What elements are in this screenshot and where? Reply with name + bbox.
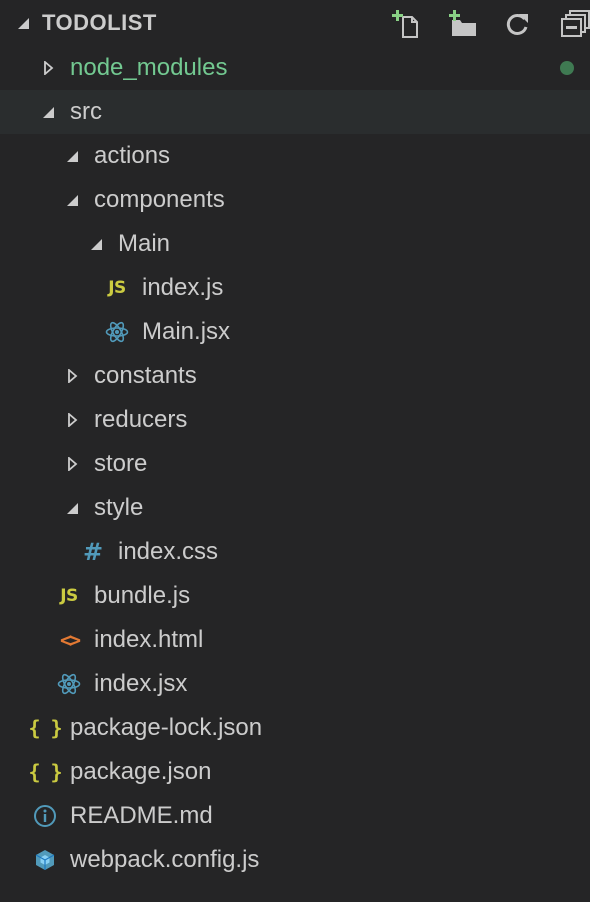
- js-file-icon: JS: [108, 278, 126, 298]
- file-main-index-js[interactable]: JS index.js: [0, 266, 590, 310]
- folder-constants[interactable]: constants: [0, 354, 590, 398]
- react-icon: [105, 320, 129, 344]
- file-package-json[interactable]: { } package.json: [0, 750, 590, 794]
- folder-style[interactable]: style: [0, 486, 590, 530]
- html-chevrons-icon: <>: [59, 628, 81, 652]
- folder-components[interactable]: components: [0, 178, 590, 222]
- tree-item-label: package.json: [70, 758, 212, 785]
- file-tree: node_modules src actions components: [0, 46, 590, 882]
- chevron-right-icon: [68, 369, 78, 383]
- tree-item-label: bundle.js: [94, 582, 191, 609]
- css-hash-icon: #: [82, 538, 104, 566]
- js-file-icon: JS: [60, 586, 78, 606]
- webpack-cube-icon: [33, 848, 57, 872]
- tree-item-label: README.md: [70, 802, 213, 829]
- caret-down-icon: [67, 503, 78, 514]
- react-icon: [57, 672, 81, 696]
- tree-item-label: index.css: [118, 538, 219, 565]
- new-folder-icon: [449, 10, 476, 36]
- file-index-html[interactable]: <> index.html: [0, 618, 590, 662]
- caret-down-icon: [91, 239, 102, 250]
- tree-item-label: node_modules: [70, 54, 228, 81]
- tree-item-label: components: [94, 186, 225, 213]
- tree-item-label: package-lock.json: [70, 714, 263, 741]
- caret-down-icon: [67, 151, 78, 162]
- git-status-dot: [560, 61, 574, 75]
- folder-main[interactable]: Main: [0, 222, 590, 266]
- tree-item-label: constants: [94, 362, 197, 389]
- tree-item-label: src: [70, 98, 102, 125]
- refresh-icon: [506, 14, 528, 35]
- file-package-lock-json[interactable]: { } package-lock.json: [0, 706, 590, 750]
- explorer-title: TODOLIST: [42, 10, 157, 35]
- tree-item-label: index.js: [142, 274, 224, 301]
- new-folder-button[interactable]: [447, 8, 479, 40]
- chevron-right-icon: [68, 457, 78, 471]
- json-braces-icon: { }: [28, 716, 62, 740]
- folder-node-modules[interactable]: node_modules: [0, 46, 590, 90]
- collapse-all-button[interactable]: [558, 8, 590, 40]
- caret-down-icon: [67, 195, 78, 206]
- file-index-jsx[interactable]: index.jsx: [0, 662, 590, 706]
- tree-item-label: webpack.config.js: [70, 846, 260, 873]
- collapse-all-icon: [561, 10, 590, 37]
- new-file-icon: [392, 10, 418, 38]
- tree-item-label: store: [94, 450, 148, 477]
- tree-item-label: style: [94, 494, 144, 521]
- folder-src[interactable]: src: [0, 90, 590, 134]
- folder-reducers[interactable]: reducers: [0, 398, 590, 442]
- tree-item-label: index.jsx: [94, 670, 188, 697]
- folder-store[interactable]: store: [0, 442, 590, 486]
- file-index-css[interactable]: # index.css: [0, 530, 590, 574]
- tree-item-label: index.html: [94, 626, 204, 653]
- tree-item-label: Main.jsx: [142, 318, 231, 345]
- file-bundle-js[interactable]: JS bundle.js: [0, 574, 590, 618]
- folder-actions[interactable]: actions: [0, 134, 590, 178]
- refresh-button[interactable]: [501, 8, 533, 40]
- new-file-button[interactable]: [390, 8, 422, 40]
- file-webpack-config-js[interactable]: webpack.config.js: [0, 838, 590, 882]
- tree-item-label: Main: [118, 230, 171, 257]
- file-main-jsx[interactable]: Main.jsx: [0, 310, 590, 354]
- caret-down-icon: [43, 107, 54, 118]
- json-braces-icon: { }: [28, 760, 62, 784]
- info-icon: [33, 804, 57, 828]
- chevron-right-icon: [44, 61, 54, 75]
- tree-item-label: reducers: [94, 406, 188, 433]
- chevron-right-icon: [68, 413, 78, 427]
- tree-item-label: actions: [94, 142, 171, 169]
- file-readme-md[interactable]: README.md: [0, 794, 590, 838]
- caret-down-icon[interactable]: [16, 16, 30, 30]
- explorer-header[interactable]: TODOLIST: [0, 0, 590, 46]
